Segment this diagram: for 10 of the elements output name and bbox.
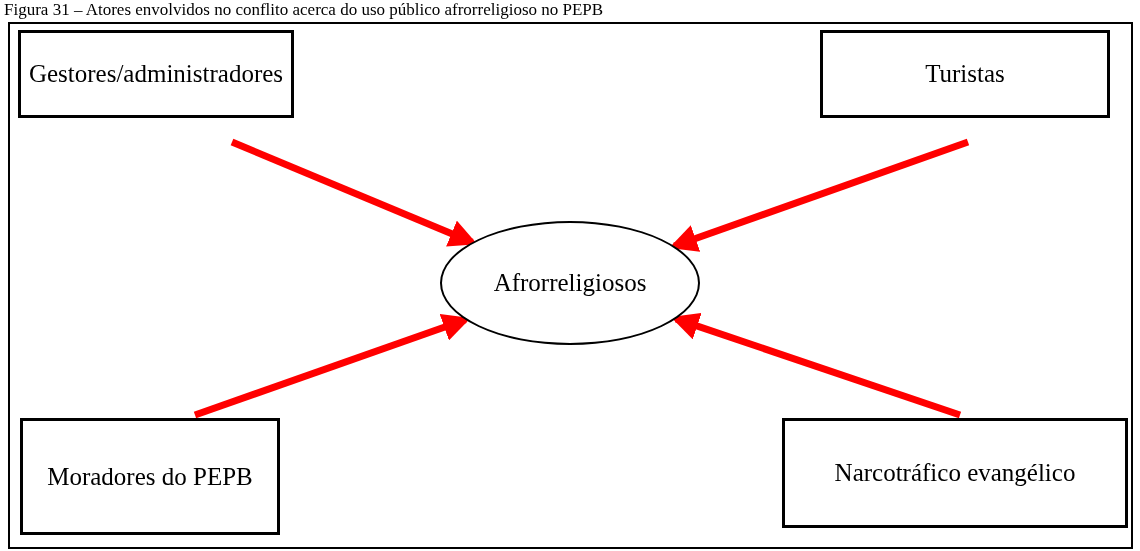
figure-title: Figura 31 – Atores envolvidos no conflito acerca do uso público afrorreligioso no PEPB bbox=[4, 0, 604, 20]
node-label: Moradores do PEPB bbox=[47, 462, 253, 491]
node-label: Narcotráfico evangélico bbox=[834, 459, 1076, 487]
actor-box bbox=[820, 30, 1110, 118]
actor-box bbox=[18, 30, 294, 118]
actor-box bbox=[782, 418, 1128, 528]
node-label: Turistas bbox=[925, 60, 1005, 88]
node-label: Afrorreligiosos bbox=[493, 269, 647, 297]
node-label: Gestores/administradores bbox=[28, 60, 284, 88]
actor-box bbox=[20, 418, 280, 535]
